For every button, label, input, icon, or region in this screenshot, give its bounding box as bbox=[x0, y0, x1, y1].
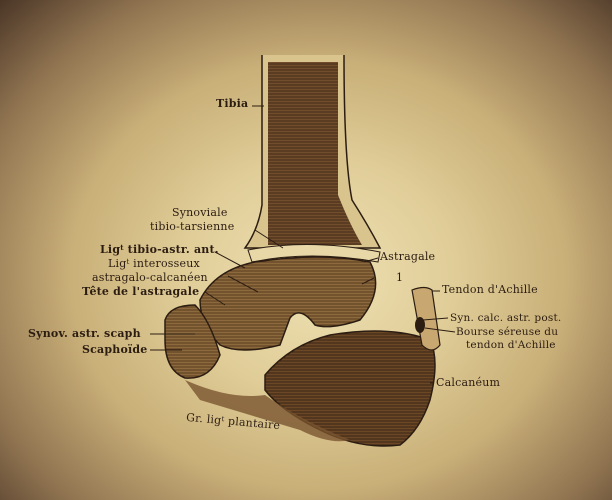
label-astragalo-calcaneen: astragalo-calcanéen bbox=[92, 271, 208, 284]
calcaneum-bone bbox=[264, 330, 436, 447]
label-synoviale-2: tibio-tarsienne bbox=[150, 220, 235, 233]
label-calcaneum: Calcanéum bbox=[436, 376, 501, 389]
label-astragale: Astragale bbox=[380, 250, 436, 263]
label-syn-calc-astr-post: Syn. calc. astr. post. bbox=[450, 312, 562, 324]
label-synoviale-1: Synoviale bbox=[172, 206, 228, 219]
label-lig-tibio-astr: Ligt tibio-astr. ant. bbox=[100, 243, 219, 256]
label-bourse-2: tendon d'Achille bbox=[466, 339, 556, 351]
label-tibia: Tibia bbox=[216, 97, 249, 110]
label-bourse-1: Bourse séreuse du bbox=[456, 326, 559, 338]
astragale-bone bbox=[199, 256, 377, 351]
label-synov-astr-scaph: Synov. astr. scaph bbox=[28, 327, 141, 340]
achilles-tendon bbox=[411, 286, 441, 351]
bourse-sereuse bbox=[415, 317, 425, 333]
label-tete-astragale: Tête de l'astragale bbox=[82, 285, 200, 298]
label-scaphoide: Scaphoïde bbox=[82, 343, 148, 356]
label-lig-interosseux: Ligt interosseux bbox=[108, 257, 200, 270]
scaphoide-bone bbox=[164, 304, 221, 379]
label-marker-1: 1 bbox=[396, 271, 404, 284]
label-tendon-achille: Tendon d'Achille bbox=[442, 283, 538, 296]
